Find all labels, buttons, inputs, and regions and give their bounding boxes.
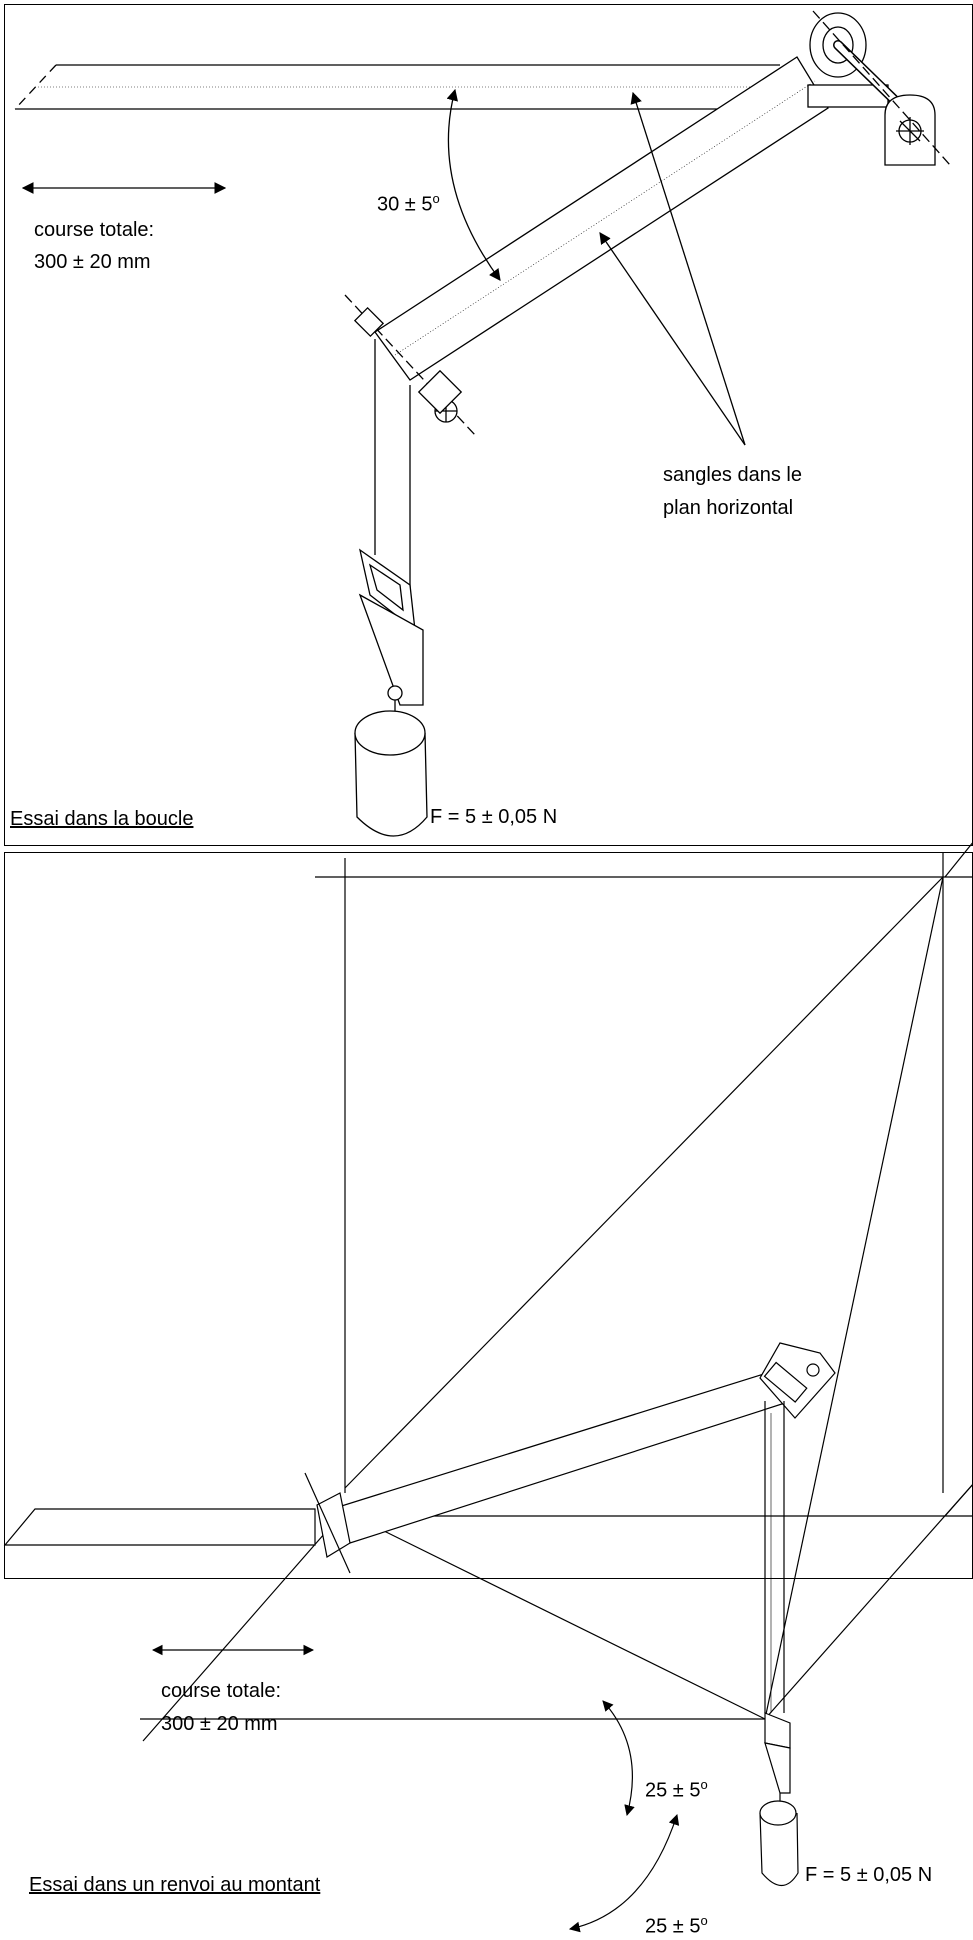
travel-value: 300 ± 20 mm <box>161 1713 278 1735</box>
test-panel-pillar-loop: course totale: 300 ± 20 mm 25 ± 5o 25 ± … <box>3 841 973 1938</box>
vertical-webbing <box>358 339 424 725</box>
pillar-loop <box>759 1342 836 1419</box>
degree-symbol: o <box>432 191 440 206</box>
angle-upper-label: 25 ± 5o <box>645 1777 708 1804</box>
horizontal-webbing-strap <box>3 1508 316 1546</box>
diagonal-webbing-strap <box>374 56 829 381</box>
angle-arc-upper-25 <box>602 1700 635 1817</box>
test-weight <box>759 1800 799 1887</box>
angle-arc-30 <box>446 88 501 281</box>
angle-value: 30 ± 5 <box>377 193 433 216</box>
force-label: F = 5 ± 0,05 N <box>430 806 558 828</box>
pillar-loop-test-diagram <box>3 841 973 1933</box>
construction-lines <box>140 841 973 1742</box>
angle-arc-lower-25 <box>568 1813 680 1933</box>
panel-caption: Essai dans la boucle <box>10 808 194 830</box>
upper-anchorage <box>807 10 951 166</box>
degree-symbol: o <box>700 1913 708 1928</box>
diagonal-webbing-strap <box>334 1372 786 1544</box>
degree-symbol: o <box>700 1777 708 1792</box>
angle-lower-label: 25 ± 5o <box>645 1913 708 1940</box>
webbing-note-line1: sangles dans le <box>663 464 802 486</box>
buckle-test-diagram <box>14 10 951 837</box>
lower-pivot <box>344 294 476 436</box>
angle-upper-value: 25 ± 5 <box>645 1779 701 1802</box>
panel-caption: Essai dans un renvoi au montant <box>29 1874 321 1896</box>
travel-label: course totale: <box>161 1680 282 1702</box>
guide-loop <box>304 1472 351 1574</box>
force-label: F = 5 ± 0,05 N <box>805 1864 933 1886</box>
horizontal-webbing-strap <box>14 64 805 110</box>
webbing-pointer-diagonal <box>599 232 746 446</box>
webbing-pointer-horizontal <box>630 91 746 446</box>
travel-label: course totale: <box>34 219 155 241</box>
angle-lower-value: 25 ± 5 <box>645 1915 701 1938</box>
travel-value: 300 ± 20 mm <box>34 251 151 273</box>
vertical-webbing <box>764 1401 791 1803</box>
angle-label: 30 ± 5o <box>377 191 440 218</box>
webbing-note-line2: plan horizontal <box>663 497 794 519</box>
test-weight <box>354 710 428 837</box>
test-panel-buckle: course totale: 300 ± 20 mm 30 ± 5o sangl… <box>4 4 973 846</box>
